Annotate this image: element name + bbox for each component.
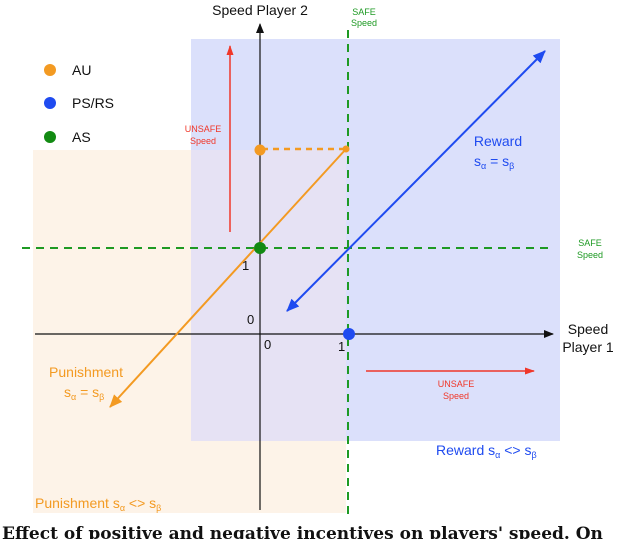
y-one-label: 1 — [242, 258, 249, 273]
y-axis-label: Speed Player 2 — [212, 2, 308, 18]
reward-equal-label: sα = sβ — [474, 153, 514, 171]
unsafe-label-vertical-line2: Speed — [190, 136, 216, 146]
unsafe-label-horizontal-line1: UNSAFE — [438, 379, 475, 389]
legend-ps-rs-label: PS/RS — [72, 95, 114, 111]
legend-au-swatch — [44, 64, 56, 76]
safe-label-right-line2: Speed — [577, 250, 603, 260]
au-point — [254, 144, 266, 156]
au-endpoint — [342, 145, 350, 153]
reward-unequal-label: Reward sα <> sβ — [436, 442, 537, 460]
safe-label-right-line1: SAFE — [578, 238, 602, 248]
x-axis-label-line1: Speed — [568, 321, 608, 337]
legend: AU PS/RS AS — [44, 62, 114, 145]
unsafe-label-horizontal-line2: Speed — [443, 391, 469, 401]
legend-as-label: AS — [72, 129, 91, 145]
x-zero-label: 0 — [264, 337, 271, 352]
x-axis-label-line2: Player 1 — [562, 339, 614, 355]
origin-label: 0 — [247, 312, 254, 327]
legend-ps-rs-swatch — [44, 97, 56, 109]
legend-as-swatch — [44, 131, 56, 143]
safe-label-top-line1: SAFE — [352, 7, 376, 17]
as-point — [254, 242, 266, 254]
punishment-title: Punishment — [49, 364, 123, 380]
ps-rs-point — [343, 328, 355, 340]
figure-caption: Effect of positive and negative incentiv… — [0, 522, 640, 539]
safe-label-top-line2: Speed — [351, 18, 377, 28]
legend-au-label: AU — [72, 62, 91, 78]
reward-title: Reward — [474, 133, 522, 149]
punishment-unequal-label: Punishment sα <> sβ — [35, 495, 161, 513]
overlap-region — [191, 150, 346, 441]
x-one-label: 1 — [338, 339, 345, 354]
caption-text: Effect of positive and negative incentiv… — [2, 524, 603, 539]
punishment-equal-label: sα = sβ — [64, 384, 104, 402]
reward-arrow — [286, 50, 546, 312]
unsafe-label-vertical-line1: UNSAFE — [185, 124, 222, 134]
